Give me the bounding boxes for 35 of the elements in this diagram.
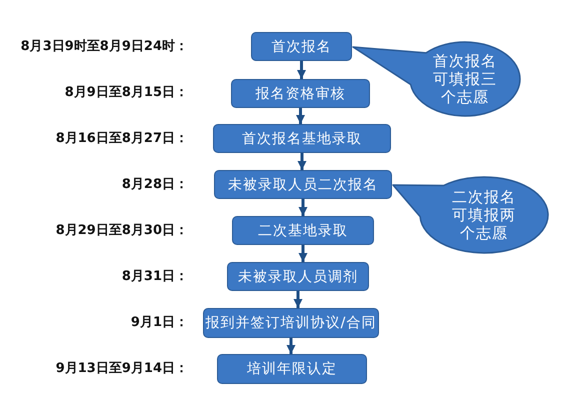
speech-bubble xyxy=(392,176,549,255)
date-label: 8月28日： xyxy=(122,177,188,193)
arrow xyxy=(286,338,296,354)
callout-text: 首次报名可填报三个志愿 xyxy=(432,52,498,106)
date-label: 9月1日： xyxy=(130,315,188,331)
process-box xyxy=(227,262,369,291)
arrow xyxy=(297,61,306,79)
step-text: 首次报名 xyxy=(272,38,332,56)
arrow xyxy=(298,199,308,216)
step-text: 首次报名基地录取 xyxy=(242,130,362,148)
arrow xyxy=(296,108,305,124)
process-box xyxy=(213,124,391,153)
process-box xyxy=(251,32,352,61)
date-label: 8月9日至8月15日： xyxy=(64,85,188,101)
step-text: 未被录取人员调剂 xyxy=(238,268,358,286)
speech-bubble xyxy=(352,41,521,118)
arrow xyxy=(298,245,308,262)
date-label: 8月31日： xyxy=(122,269,188,285)
process-box xyxy=(231,79,370,108)
date-label: 8月29日至8月30日： xyxy=(56,223,188,239)
step-text: 培训年限认定 xyxy=(247,360,337,378)
process-box xyxy=(214,170,392,199)
step-text: 报名资格审核 xyxy=(256,84,346,102)
process-box xyxy=(203,308,379,338)
process-box xyxy=(217,354,367,384)
date-label: 8月16日至8月27日： xyxy=(56,131,188,147)
date-label: 8月3日9时至8月9日24时： xyxy=(20,39,188,55)
arrow xyxy=(298,153,306,170)
step-text: 二次基地录取 xyxy=(258,222,348,240)
arrow xyxy=(294,291,302,308)
date-label: 9月13日至9月14日： xyxy=(56,361,188,377)
step-text: 报到并签订培训协议/合同 xyxy=(206,314,376,332)
process-box xyxy=(232,216,374,245)
step-text: 未被录取人员二次报名 xyxy=(228,176,378,194)
callout-text: 二次报名可填报两个志愿 xyxy=(451,188,517,242)
